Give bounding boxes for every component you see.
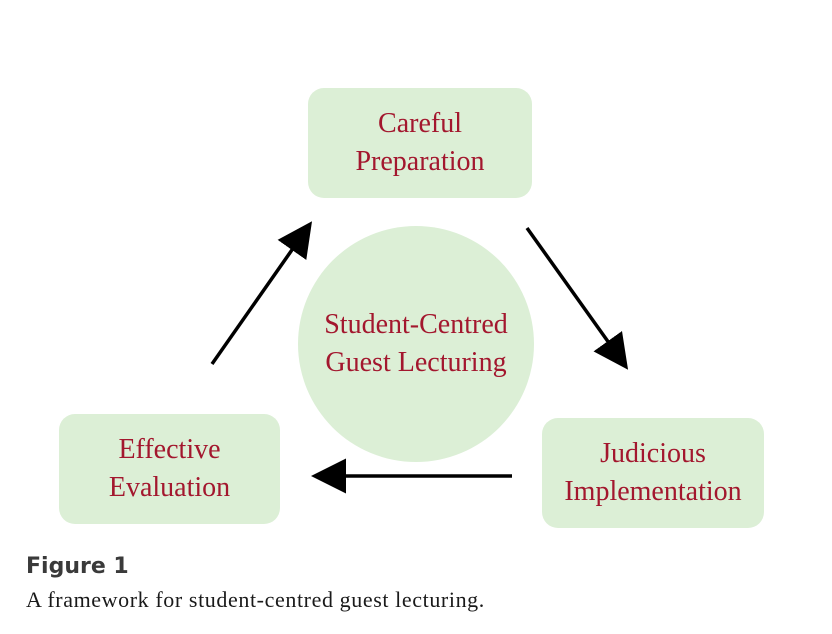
student-centred-guest-lecturing-circle: Student-Centred Guest Lecturing [298,226,534,462]
arrow-preparation-to-implementation [525,226,629,370]
arrow-evaluation-to-preparation [210,221,313,366]
effective-evaluation-node: Effective Evaluation [59,414,280,524]
judicious-implementation-node: Judicious Implementation [542,418,764,528]
figure-caption: A framework for student-centred guest le… [26,587,485,612]
figure-label: Figure 1 [26,554,129,579]
careful-preparation-node: Careful Preparation [308,88,532,198]
